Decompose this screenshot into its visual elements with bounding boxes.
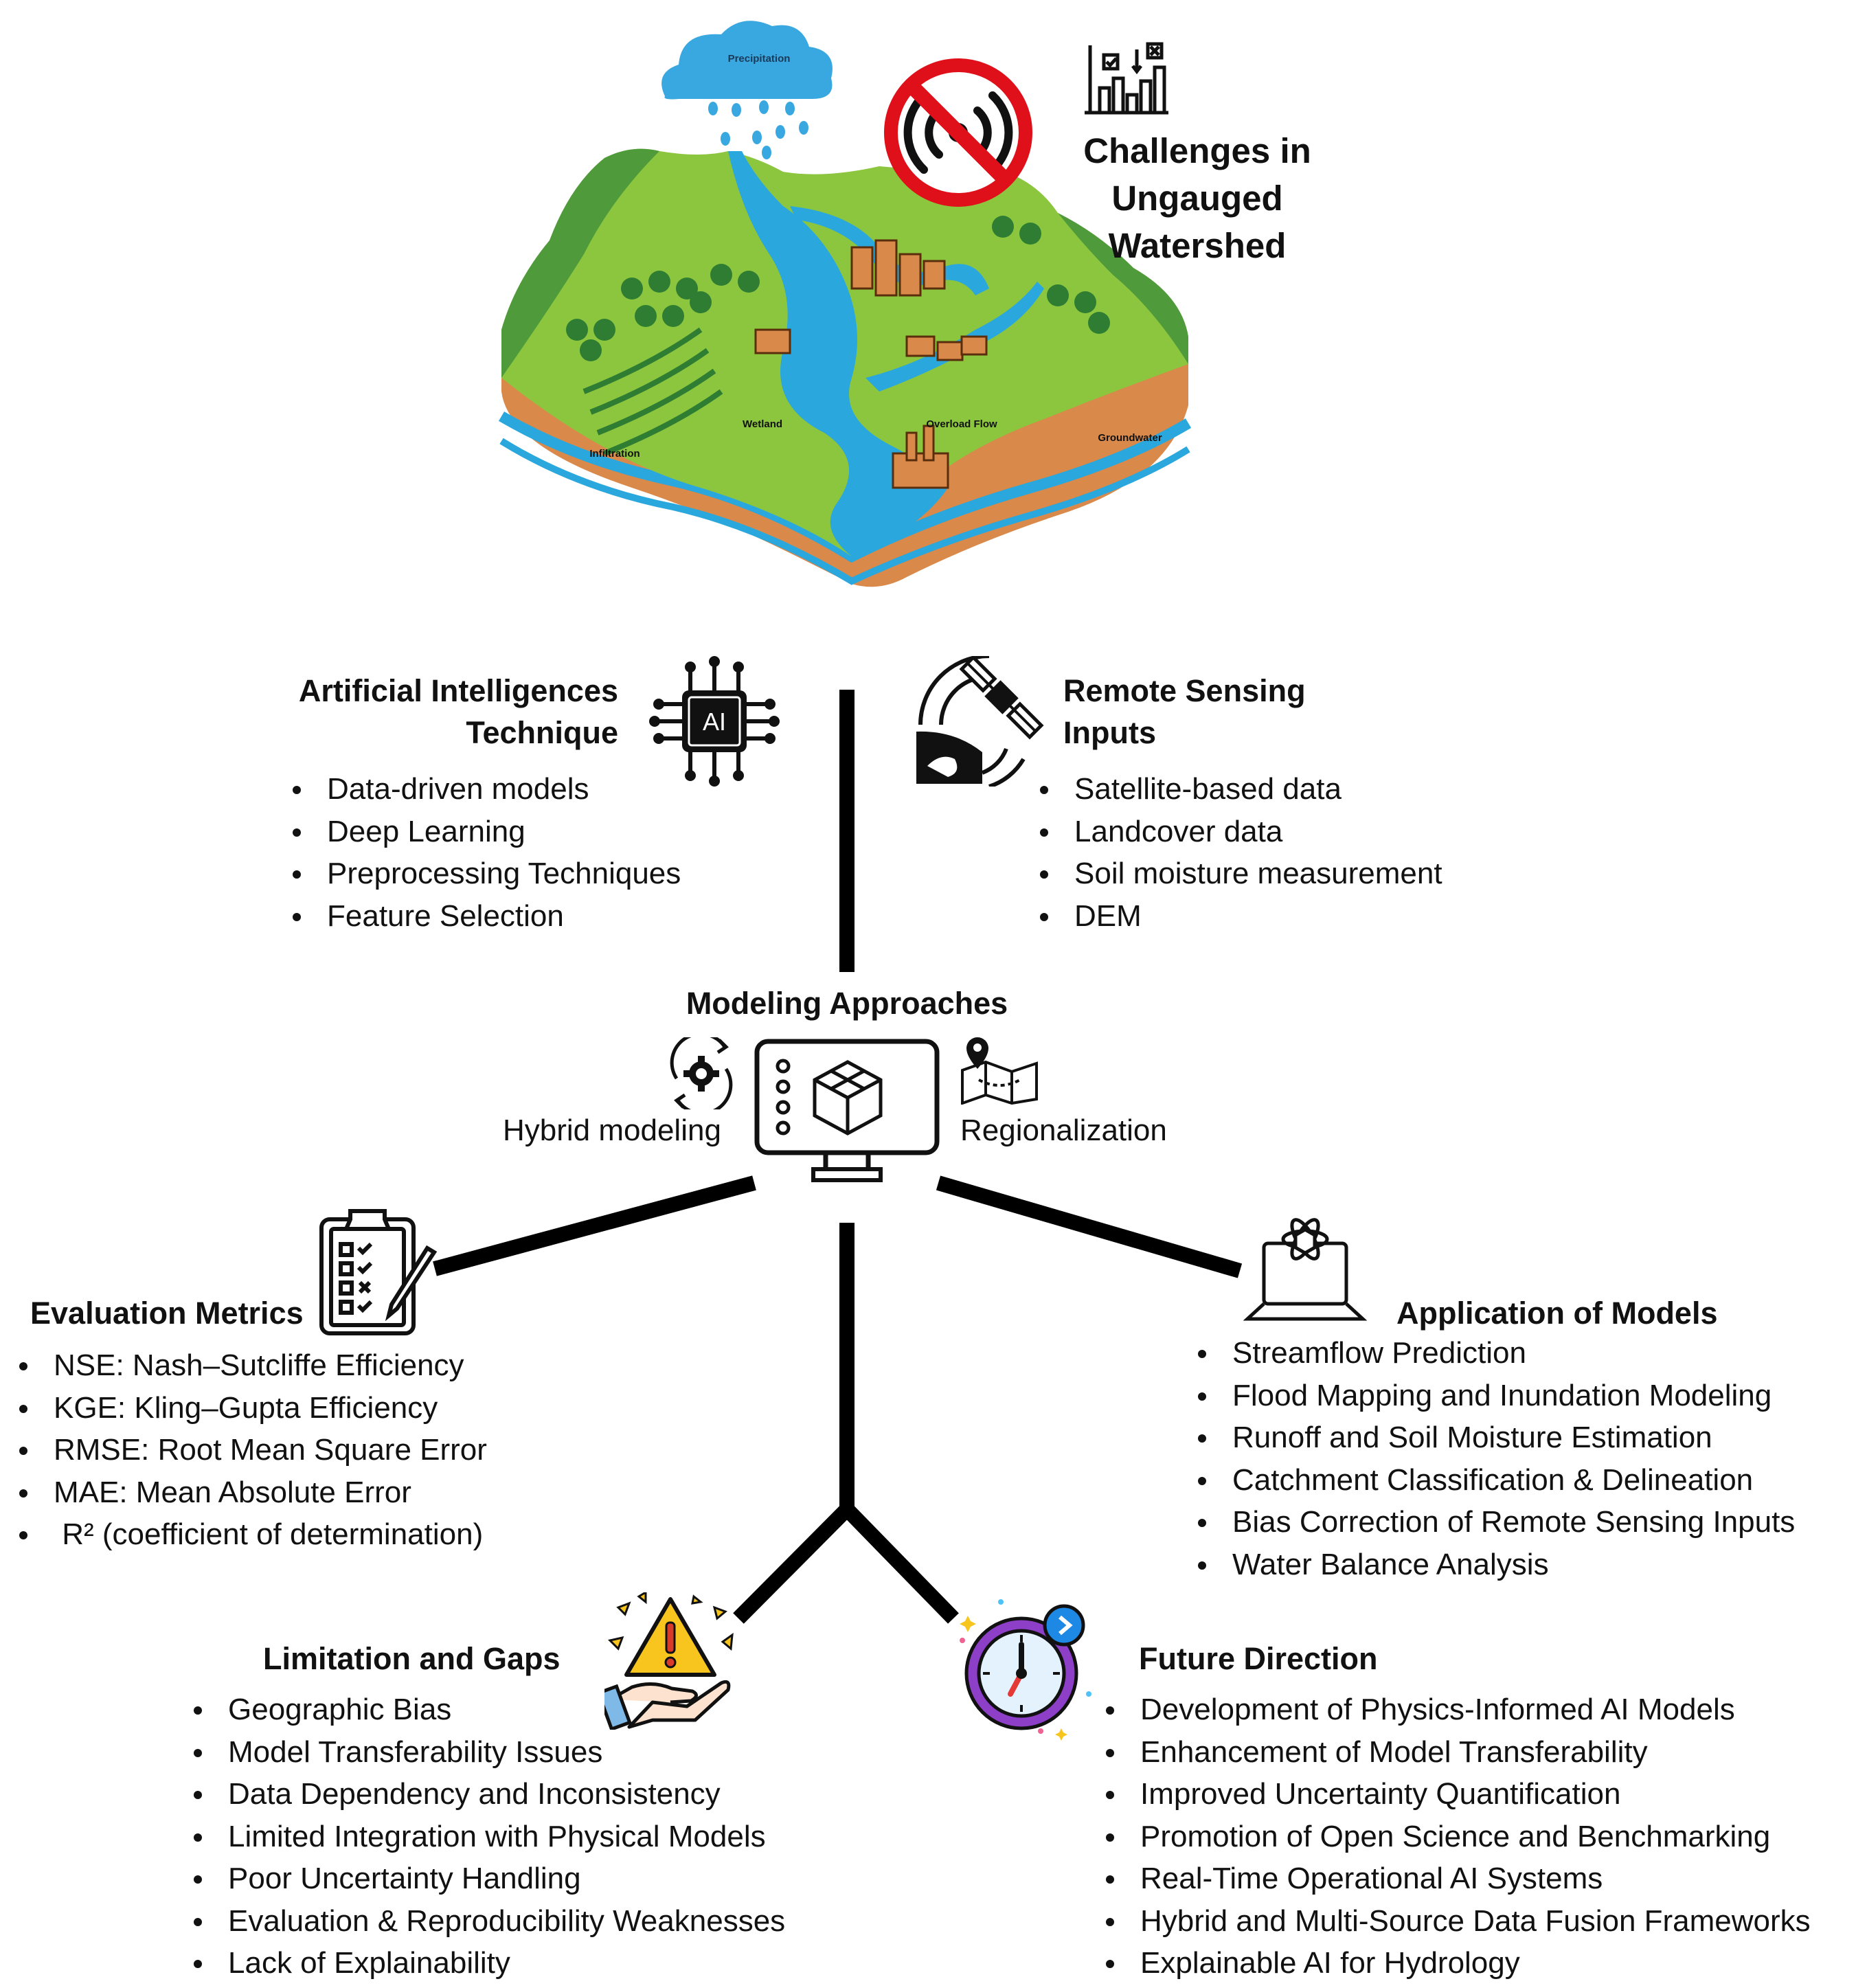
no-signal-icon (884, 58, 1032, 207)
remote-sensing-list: Satellite-based data Landcover data Soil… (1036, 768, 1442, 937)
ai-title-line-1: Artificial Intelligences (298, 673, 618, 708)
list-item: Hybrid and Multi-Source Data Fusion Fram… (1102, 1900, 1811, 1943)
groundwater-label: Groundwater (1098, 432, 1162, 444)
future-list: Development of Physics-Informed AI Model… (1102, 1688, 1811, 1985)
list-item: Real-Time Operational AI Systems (1102, 1857, 1811, 1900)
list-item: Feature Selection (288, 895, 681, 938)
list-item: Water Balance Analysis (1194, 1544, 1795, 1586)
list-item: Preprocessing Techniques (288, 852, 681, 895)
list-item: Satellite-based data (1036, 768, 1442, 811)
limitations-title: Limitation and Gaps (263, 1641, 561, 1676)
ai-title-line-2: Technique (466, 715, 618, 750)
list-item: Lack of Explainability (190, 1942, 785, 1985)
clipboard-checklist-icon (319, 1209, 438, 1335)
regionalization-label: Regionalization (960, 1114, 1167, 1147)
computer-monitor-icon (754, 1039, 940, 1182)
list-item: Data-driven models (288, 768, 681, 811)
precipitation-label: Precipitation (728, 53, 791, 65)
list-item: Enhancement of Model Transferability (1102, 1731, 1811, 1774)
infiltration-label: Infiltration (589, 448, 640, 460)
ai-chip-label: AI (703, 708, 726, 736)
remote-sensing-title-line-1: Remote Sensing (1063, 673, 1306, 708)
limitations-list: Geographic Bias Model Transferability Is… (190, 1688, 785, 1985)
list-item: Improved Uncertainty Quantification (1102, 1773, 1811, 1816)
hybrid-modeling-label: Hybrid modeling (503, 1114, 721, 1147)
list-item: DEM (1036, 895, 1442, 938)
list-item: Deep Learning (288, 811, 681, 853)
bar-chart-icon (1085, 42, 1168, 115)
map-pin-icon (961, 1037, 1038, 1105)
list-item: Poor Uncertainty Handling (190, 1857, 785, 1900)
list-item: Promotion of Open Science and Benchmarki… (1102, 1816, 1811, 1858)
list-item: Bias Correction of Remote Sensing Inputs (1194, 1501, 1795, 1544)
terrain-block (498, 148, 1192, 587)
future-title: Future Direction (1139, 1641, 1378, 1676)
laptop-atom-icon (1243, 1218, 1367, 1321)
application-title: Application of Models (1396, 1296, 1718, 1331)
list-item: Model Transferability Issues (190, 1731, 785, 1774)
precipitation-cloud-icon (661, 21, 833, 159)
connector-evaluation (433, 1175, 756, 1276)
ai-chip-icon: AI (649, 656, 780, 787)
ai-title: Artificial Intelligences Technique (206, 670, 618, 754)
remote-sensing-title-line-2: Inputs (1063, 715, 1156, 750)
modeling-title: Modeling Approaches (686, 986, 1008, 1021)
connector-application (936, 1175, 1243, 1278)
list-item: Runoff and Soil Moisture Estimation (1194, 1416, 1795, 1459)
evaluation-list: NSE: Nash–Sutcliffe Efficiency KGE: Klin… (15, 1344, 487, 1556)
list-item: KGE: Kling–Gupta Efficiency (15, 1387, 487, 1430)
list-item: Evaluation & Reproducibility Weaknesses (190, 1900, 785, 1943)
watershed-illustration: Precipitation (498, 21, 1192, 587)
ai-list: Data-driven models Deep Learning Preproc… (288, 768, 681, 937)
list-item: Catchment Classification & Delineation (1194, 1459, 1795, 1502)
list-item: Limited Integration with Physical Models (190, 1816, 785, 1858)
list-item: Development of Physics-Informed AI Model… (1102, 1688, 1811, 1731)
satellite-icon (916, 656, 1044, 787)
list-item: NSE: Nash–Sutcliffe Efficiency (15, 1344, 487, 1387)
wetland-label: Wetland (743, 418, 782, 430)
clock-icon (960, 1599, 1091, 1741)
list-item: Soil moisture measurement (1036, 852, 1442, 895)
remote-sensing-title: Remote Sensing Inputs (1063, 670, 1407, 754)
list-item: RMSE: Root Mean Square Error (15, 1429, 487, 1471)
warning-hand-icon (604, 1592, 734, 1730)
challenges-title-line-1: Challenges in (1083, 131, 1311, 170)
overland-flow-label: Overload Flow (926, 418, 997, 430)
challenges-title: Challenges in Ungauged Watershed (1053, 127, 1342, 269)
application-list: Streamflow Prediction Flood Mapping and … (1194, 1332, 1795, 1585)
list-item: Streamflow Prediction (1194, 1332, 1795, 1375)
connector-limitations (733, 1504, 852, 1624)
connector-future (841, 1504, 959, 1624)
cycle-gear-icon (670, 1037, 733, 1109)
list-item: MAE: Mean Absolute Error (15, 1471, 487, 1514)
list-item: Flood Mapping and Inundation Modeling (1194, 1375, 1795, 1417)
list-item: Landcover data (1036, 811, 1442, 853)
evaluation-title: Evaluation Metrics (30, 1296, 304, 1331)
list-item: R² (coefficient of determination) (15, 1513, 487, 1556)
list-item: Geographic Bias (190, 1688, 785, 1731)
challenges-title-line-2: Ungauged (1111, 179, 1283, 218)
list-item: Data Dependency and Inconsistency (190, 1773, 785, 1816)
list-item: Explainable AI for Hydrology (1102, 1942, 1811, 1985)
challenges-title-line-3: Watershed (1108, 226, 1287, 265)
